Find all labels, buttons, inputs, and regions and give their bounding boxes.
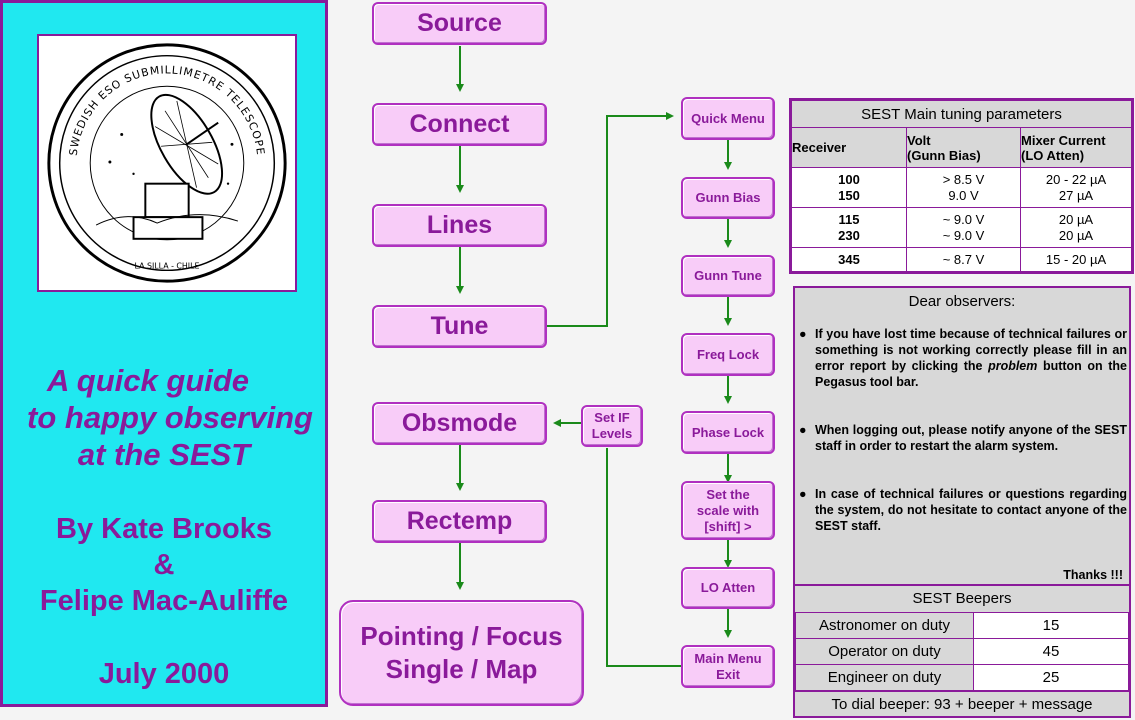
lines-step[interactable]: Lines	[372, 204, 547, 247]
notice-text: In case of technical failures or questio…	[815, 487, 1127, 533]
beeper-role: Operator on duty	[795, 638, 974, 665]
guide-title-line: at the SEST	[77, 437, 251, 472]
current-cell: 15 - 20 µA	[1020, 247, 1132, 272]
pointing-focus-step[interactable]: Pointing / Focus Single / Map	[339, 600, 584, 706]
table-title: SEST Main tuning parameters	[791, 100, 1132, 128]
flow-arrow	[546, 112, 674, 327]
beepers-panel: SEST Beepers Astronomer on duty 15 Opera…	[793, 584, 1131, 718]
gunn-tune-step[interactable]: Gunn Tune	[681, 255, 775, 297]
notice-text: button on the Pegasus tool bar.	[815, 359, 1127, 389]
receiver-cell: 345	[791, 247, 907, 272]
beeper-role: Engineer on duty	[795, 664, 974, 691]
column-header-line: Volt	[907, 132, 931, 148]
tune-step[interactable]: Tune	[372, 305, 547, 348]
main-menu-exit-step[interactable]: Main Menu Exit	[681, 645, 775, 688]
quick-menu-step[interactable]: Quick Menu	[681, 97, 775, 140]
beeper-row: Engineer on duty 25	[795, 664, 1129, 691]
column-header-line: (LO Atten)	[1021, 147, 1085, 163]
flow-arrow	[606, 448, 681, 667]
observer-notice: Dear observers: ● If you have lost time …	[793, 286, 1131, 586]
main-menu-label: Main Menu	[694, 650, 762, 666]
exit-label: Exit	[716, 666, 740, 682]
date-label: July 2000	[98, 658, 230, 690]
guide-title-line: A quick guide	[46, 363, 250, 398]
beeper-row: Operator on duty 45	[795, 638, 1129, 665]
volt-cell: ~ 8.7 V	[906, 247, 1021, 272]
set-scale-step[interactable]: Set the scale with [shift] >	[681, 481, 775, 540]
notice-item: ● When logging out, please notify anyone…	[799, 422, 1127, 454]
svg-text:LA SILLA - CHILE: LA SILLA - CHILE	[135, 261, 200, 270]
phase-lock-step[interactable]: Phase Lock	[681, 411, 775, 454]
guide-title-line: to happy observing	[27, 400, 313, 435]
volt-cell: ~ 9.0 V~ 9.0 V	[906, 207, 1021, 248]
column-header: Mixer Current (LO Atten)	[1020, 127, 1132, 168]
beeper-role: Astronomer on duty	[795, 612, 974, 639]
column-header-line: (Gunn Bias)	[907, 147, 981, 163]
beeper-row: Astronomer on duty 15	[795, 612, 1129, 639]
set-if-label: Set IF	[594, 410, 630, 425]
source-step[interactable]: Source	[372, 2, 547, 45]
notice-text: If you have lost time because of technic…	[815, 327, 1127, 373]
beeper-dial-instructions: To dial beeper: 93 + beeper + message	[795, 691, 1129, 717]
rectemp-step[interactable]: Rectemp	[372, 500, 547, 543]
column-header: Volt (Gunn Bias)	[906, 127, 1021, 168]
bullet-icon: ●	[799, 327, 807, 341]
sest-logo: SWEDISH ESO SUBMILLIMETRE TELESCOPE LA S…	[37, 34, 297, 292]
beepers-title: SEST Beepers	[912, 590, 1012, 607]
single-map-label: Single / Map	[385, 654, 538, 684]
author-line: Felipe Mac-Auliffe	[39, 585, 289, 617]
pointing-focus-label: Pointing / Focus	[360, 621, 563, 651]
bullet-icon: ●	[799, 487, 807, 501]
notice-text: When logging out, please notify anyone o…	[815, 423, 1127, 453]
thanks-label: Thanks !!!	[1063, 568, 1123, 582]
telescope-seal-icon: SWEDISH ESO SUBMILLIMETRE TELESCOPE LA S…	[47, 43, 287, 283]
gunn-bias-step[interactable]: Gunn Bias	[681, 177, 775, 219]
beeper-number: 45	[973, 638, 1129, 665]
set-scale-label: scale with	[696, 502, 760, 518]
beeper-number: 15	[973, 612, 1129, 639]
bullet-icon: ●	[799, 423, 807, 437]
set-scale-label: [shift] >	[704, 518, 752, 534]
column-header: Receiver	[791, 127, 907, 168]
cover-panel: SWEDISH ESO SUBMILLIMETRE TELESCOPE LA S…	[0, 0, 328, 707]
author-line: By Kate Brooks	[56, 513, 272, 545]
notice-item: ● If you have lost time because of techn…	[799, 326, 1127, 390]
obsmode-step[interactable]: Obsmode	[372, 402, 547, 445]
problem-emphasis: problem	[988, 359, 1038, 373]
tuning-parameters-table: SEST Main tuning parameters Receiver Vol…	[789, 98, 1134, 274]
connect-step[interactable]: Connect	[372, 103, 547, 146]
beeper-number: 25	[973, 664, 1129, 691]
set-scale-label: Set the	[706, 486, 750, 502]
table-row: 345 ~ 8.7 V 15 - 20 µA	[791, 247, 1132, 272]
notice-title: Dear observers:	[908, 293, 1016, 310]
lo-atten-step[interactable]: LO Atten	[681, 567, 775, 609]
levels-label: Levels	[591, 426, 633, 441]
freq-lock-step[interactable]: Freq Lock	[681, 333, 775, 376]
set-if-levels-step[interactable]: Set IF Levels	[581, 405, 643, 447]
notice-item: ● In case of technical failures or quest…	[799, 486, 1127, 534]
column-header-line: Mixer Current	[1021, 132, 1106, 148]
author-line: &	[153, 549, 175, 581]
